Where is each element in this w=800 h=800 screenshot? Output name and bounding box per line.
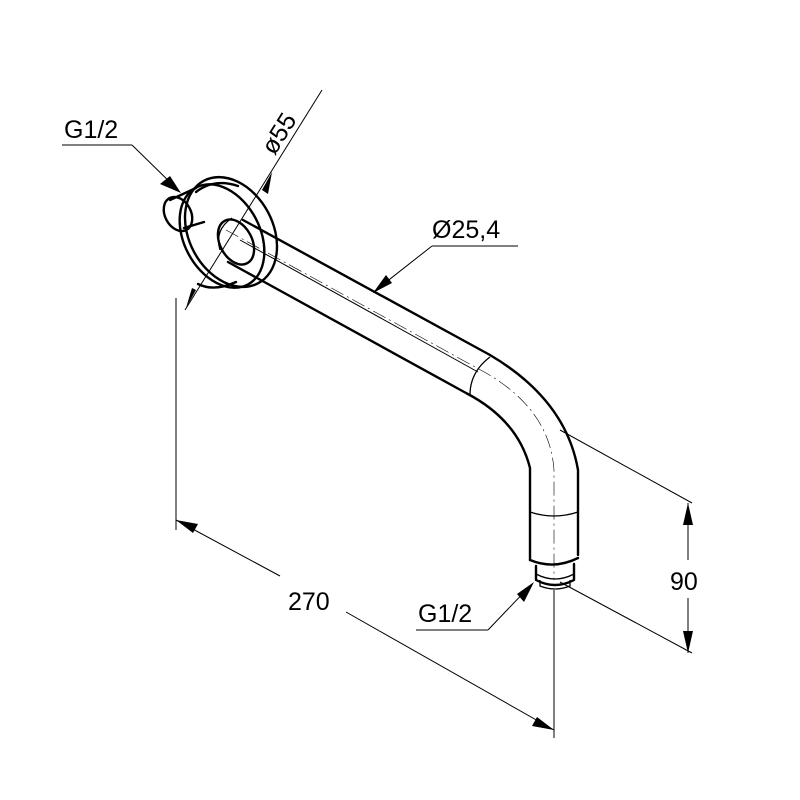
drop-height-label: 90: [670, 568, 698, 596]
outlet-thread-dimension: G1/2: [416, 582, 534, 631]
pipe-body: [226, 218, 580, 566]
inlet-thread-dimension: G1/2: [62, 116, 181, 193]
center-lines: [225, 229, 555, 580]
wall-flange: [178, 175, 279, 289]
outlet-thread-label: G1/2: [418, 600, 472, 628]
pipe-diameter-dimension: Ø25,4: [373, 216, 518, 293]
extension-lines: [175, 298, 693, 738]
flange-diameter-label: ø55: [256, 108, 303, 159]
shower-arm-outline: [162, 175, 580, 590]
pipe-diameter-label: Ø25,4: [432, 216, 500, 244]
projection-length-dimension: 270: [175, 519, 555, 731]
inlet-thread-label: G1/2: [64, 116, 118, 144]
drop-height-dimension: 90: [670, 503, 698, 653]
outlet-nipple: [534, 562, 576, 590]
projection-length-label: 270: [288, 588, 330, 616]
